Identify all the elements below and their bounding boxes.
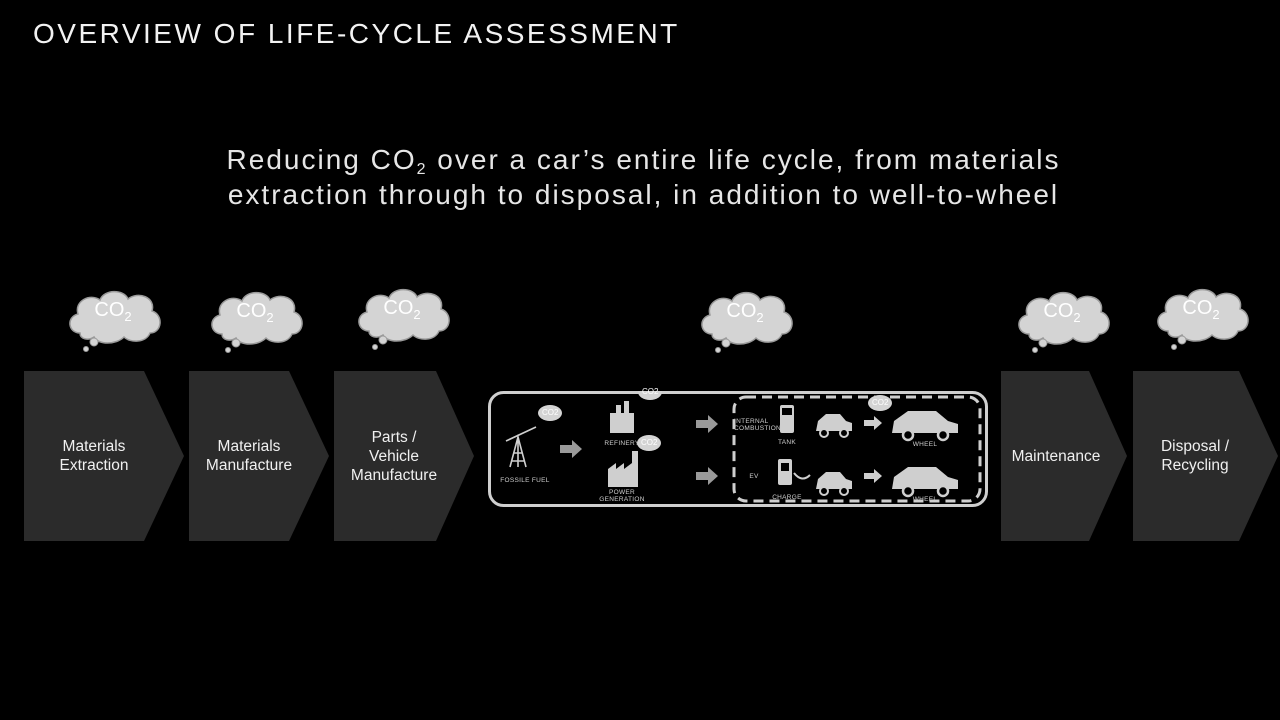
co2-subscript: 2 [413, 307, 421, 322]
mini-co2-label: CO2 [641, 438, 658, 447]
stage-materials-manufacture: Materials Manufacture [189, 371, 331, 541]
ev-label: EV [749, 473, 759, 480]
tank-label: TANK [777, 439, 797, 446]
co2-subscript: 2 [266, 310, 274, 325]
subtitle-line1-b: over a car’s entire life cycle, from mat… [427, 144, 1061, 175]
stage-materials-extraction: Materials Extraction [24, 371, 186, 541]
co2-subscript: 2 [756, 310, 764, 325]
mini-co2-label: CO2 [542, 408, 559, 417]
co2-label: CO [1043, 300, 1074, 322]
mini-co2-label: CO2 [872, 398, 889, 407]
stage-disposal-recycling: Disposal / Recycling [1133, 371, 1279, 541]
stage-label: Materials Extraction [59, 438, 129, 474]
co2-cloud-icon: CO2 [208, 288, 308, 358]
co2-label: CO [1182, 297, 1213, 319]
stage-label: Parts / Vehicle Manufacture [350, 428, 438, 484]
co2-label: CO [383, 297, 414, 319]
stage-parts-vehicle-manufacture: Parts / Vehicle Manufacture [334, 371, 476, 541]
co2-cloud-icon: CO2 [1154, 285, 1254, 355]
internal-combustion-label: INTERNAL COMBUSTION [734, 418, 782, 432]
co2-cloud-icon: CO2 [1015, 288, 1115, 358]
co2-label: CO [236, 300, 267, 322]
wheel-bottom-label: WHEEL [912, 496, 938, 503]
co2-label: CO [94, 299, 125, 321]
co2-cloud-icon: CO2 [66, 287, 166, 357]
co2-subscript: 2 [1073, 310, 1081, 325]
stage-maintenance: Maintenance [1001, 371, 1129, 541]
subtitle-line2: extraction through to disposal, in addit… [227, 179, 1060, 210]
well-to-wheel-panel: CO2 CO2 CO2 CO2 FOSSILE FUEL REFINERY PO… [488, 387, 988, 507]
co2-cloud-icon: CO2 [698, 288, 798, 358]
co2-label: CO [726, 300, 757, 322]
co2-subscript: 2 [1212, 307, 1220, 322]
co2-subscript: 2 [124, 309, 132, 324]
stage-label: Maintenance [1011, 447, 1101, 465]
subtitle-line1-a: Reducing CO [226, 144, 417, 175]
mini-co2-label: CO2 [642, 387, 659, 396]
charge-label: CHARGE [772, 494, 802, 501]
stage-label: Disposal / Recycling [1160, 438, 1230, 474]
power-generation-label: POWER GENERATION [599, 489, 645, 503]
subtitle: Reducing CO2 over a car’s entire life cy… [0, 142, 1280, 212]
co2-cloud-icon: CO2 [355, 285, 455, 355]
stage-label: Materials Manufacture [205, 438, 293, 474]
page-title: OVERVIEW OF LIFE-CYCLE ASSESSMENT [33, 18, 680, 49]
subtitle-line1-sub: 2 [416, 161, 428, 178]
refinery-label: REFINERY [604, 440, 640, 447]
fossil-fuel-label: FOSSILE FUEL [500, 477, 550, 484]
wheel-top-label: WHEEL [912, 441, 938, 448]
